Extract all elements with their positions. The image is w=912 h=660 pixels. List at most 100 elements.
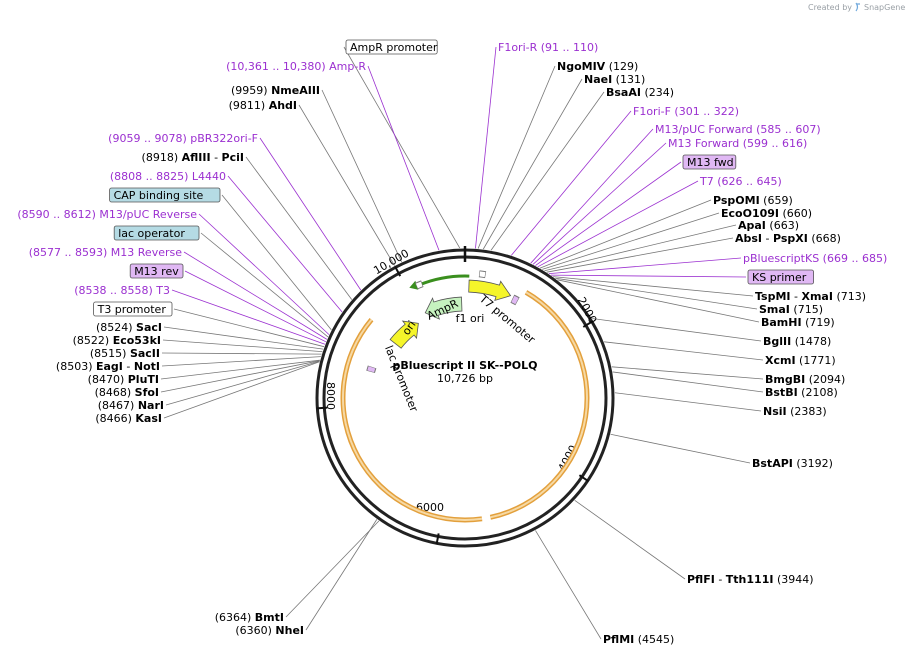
label-nmeaiii[interactable]: (9959) NmeAIII xyxy=(231,84,320,97)
label-plain-text: (8466) xyxy=(95,412,135,425)
label-text: BmgBI (2094) xyxy=(765,373,845,386)
label-pspomi[interactable]: PspOMI (659) xyxy=(713,194,793,207)
label-pluti[interactable]: (8470) PluTI xyxy=(88,373,159,386)
leader-line-amp-r xyxy=(367,65,440,251)
enzyme-name: EcoO109I xyxy=(721,207,779,220)
enzyme-name: AhdI xyxy=(269,99,297,112)
leader-line-smai xyxy=(555,277,758,310)
label-plain-text: - xyxy=(791,290,802,303)
feature-label-f1-ori[interactable]: f1 ori xyxy=(456,312,485,325)
label-nhei[interactable]: (6360) NheI xyxy=(235,624,304,637)
label-sacii[interactable]: (8515) SacII xyxy=(90,347,160,360)
label-text: NgoMIV (129) xyxy=(557,60,638,73)
enzyme-name: EagI xyxy=(96,360,123,373)
label-pbluescriptks[interactable]: pBluescriptKS (669 .. 685) xyxy=(743,252,887,265)
label-ahdi[interactable]: (9811) AhdI xyxy=(229,99,297,112)
label-m13-puc-forward[interactable]: M13/pUC Forward (585 .. 607) xyxy=(655,123,821,136)
label-amp-r[interactable]: (10,361 .. 10,380) Amp-R xyxy=(226,60,366,73)
label-m13-fwd[interactable]: M13 fwd xyxy=(682,154,737,170)
label-plain-text: (234) xyxy=(641,86,674,99)
leader-line-pspomi xyxy=(539,199,712,269)
label-bglii[interactable]: BglII (1478) xyxy=(763,335,831,348)
label-cap-binding-site[interactable]: CAP binding site xyxy=(109,187,221,203)
feature-f1-ori-arrow[interactable] xyxy=(468,279,512,302)
label-text: M13 fwd xyxy=(687,156,734,169)
enzyme-name: ApaI xyxy=(738,219,766,232)
label-eagi-noti[interactable]: (8503) EagI - NotI xyxy=(56,360,160,373)
label-m13-forward[interactable]: M13 Forward (599 .. 616) xyxy=(668,137,807,150)
label-afliii-pcii[interactable]: (8918) AflIII - PciI xyxy=(142,151,244,164)
label-xcmi[interactable]: XcmI (1771) xyxy=(765,354,836,367)
label-f1ori-r[interactable]: F1ori-R (91 .. 110) xyxy=(498,41,598,54)
label-bamhi[interactable]: BamHI (719) xyxy=(761,316,835,329)
label-text: M13 rev xyxy=(134,265,179,278)
label-text: (8524) SacI xyxy=(96,321,162,334)
leader-line-tspmi-xmai xyxy=(553,276,754,297)
label-plain-text: (9959) xyxy=(231,84,271,97)
label-tspmi-xmai[interactable]: TspMI - XmaI (713) xyxy=(755,290,866,303)
label-smai[interactable]: SmaI (715) xyxy=(759,303,823,316)
label-m13-rev[interactable]: M13 rev xyxy=(129,263,184,279)
label-text: SmaI (715) xyxy=(759,303,823,316)
label-bstapi[interactable]: BstAPI (3192) xyxy=(752,457,833,470)
label-absi-pspxi[interactable]: AbsI - PspXI (668) xyxy=(735,232,841,245)
feature-ampr-arrow[interactable] xyxy=(424,296,463,320)
label-ks-primer[interactable]: KS primer xyxy=(747,269,814,285)
credit: Created by SnapGene xyxy=(808,2,905,12)
label-naei[interactable]: NaeI (131) xyxy=(584,73,645,86)
label-l4440[interactable]: (8808 .. 8825) L4440 xyxy=(110,170,226,183)
label-t3-promoter[interactable]: T3 promoter xyxy=(93,301,173,317)
enzyme-name: NheI xyxy=(275,624,304,637)
label-m13-puc-reverse[interactable]: (8590 .. 8612) M13/pUC Reverse xyxy=(17,208,197,221)
label-pflfi-tth111i[interactable]: PflFI - Tth111I (3944) xyxy=(687,573,814,586)
leader-line-f1ori-r xyxy=(475,46,497,249)
label-sfoi[interactable]: (8468) SfoI xyxy=(95,386,159,399)
label-text: (8467) NarI xyxy=(98,399,164,412)
label-bmti[interactable]: (6364) BmtI xyxy=(215,611,284,624)
label-text: AmpR promoter xyxy=(350,41,438,54)
label-ecoo109i[interactable]: EcoO109I (660) xyxy=(721,207,812,220)
enzyme-name: BglII xyxy=(763,335,791,348)
primer-green-arc xyxy=(418,274,470,287)
label-nari[interactable]: (8467) NarI xyxy=(98,399,164,412)
label-text: (8470) PluTI xyxy=(88,373,159,386)
enzyme-name: PflMI xyxy=(603,633,634,646)
feature-label-t7-promoter[interactable]: T7 promoter xyxy=(476,292,538,347)
label-lac-operator[interactable]: lac operator xyxy=(113,225,200,241)
label-ampr-promoter[interactable]: AmpR promoter xyxy=(345,39,438,55)
feature-ori-arrow[interactable] xyxy=(389,320,419,349)
label-kasi[interactable]: (8466) KasI xyxy=(95,412,162,425)
label-bstbi[interactable]: BstBI (2108) xyxy=(765,386,838,399)
feature-label-lac-promoter[interactable]: lac promoter xyxy=(382,344,421,415)
label-saci[interactable]: (8524) SacI xyxy=(96,321,162,334)
label-bmgbi[interactable]: BmgBI (2094) xyxy=(765,373,845,386)
label-f1ori-f[interactable]: F1ori-F (301 .. 322) xyxy=(633,105,739,118)
leader-line-m13-reverse xyxy=(183,251,328,340)
label-text: XcmI (1771) xyxy=(765,354,836,367)
tick-label-8000: 8000 xyxy=(324,382,337,410)
label-text: CAP binding site xyxy=(114,189,204,202)
label-nsii[interactable]: NsiI (2383) xyxy=(763,405,827,418)
leader-line-absi-pspxi xyxy=(546,237,734,273)
label-eco53ki[interactable]: (8522) Eco53kI xyxy=(73,334,161,347)
leader-line-m13-rev xyxy=(184,270,327,343)
label-m13-reverse[interactable]: (8577 .. 8593) M13 Reverse xyxy=(29,246,182,259)
label-bsaai[interactable]: BsaAI (234) xyxy=(606,86,674,99)
leader-line-bamhi xyxy=(557,279,760,323)
tick-mark-6000 xyxy=(435,533,440,545)
enzyme-name: BstAPI xyxy=(752,457,793,470)
label-t7[interactable]: T7 (626 .. 645) xyxy=(699,175,782,188)
enzyme-name: NaeI xyxy=(584,73,612,86)
label-apai[interactable]: ApaI (663) xyxy=(738,219,799,232)
enzyme-name: NmeAIII xyxy=(271,84,320,97)
label-text: (8515) SacII xyxy=(90,347,160,360)
enzyme-name: SfoI xyxy=(135,386,159,399)
enzyme-name: XmaI xyxy=(801,290,832,303)
label-t3[interactable]: (8538 .. 8558) T3 xyxy=(74,284,170,297)
leader-line-t7 xyxy=(537,180,699,268)
label-ngomiv[interactable]: NgoMIV (129) xyxy=(557,60,638,73)
label-pbr322ori-f[interactable]: (9059 .. 9078) pBR322ori-F xyxy=(108,132,258,145)
label-pflmi[interactable]: PflMI (4545) xyxy=(603,633,674,646)
label-plain-text: (8503) xyxy=(56,360,96,373)
